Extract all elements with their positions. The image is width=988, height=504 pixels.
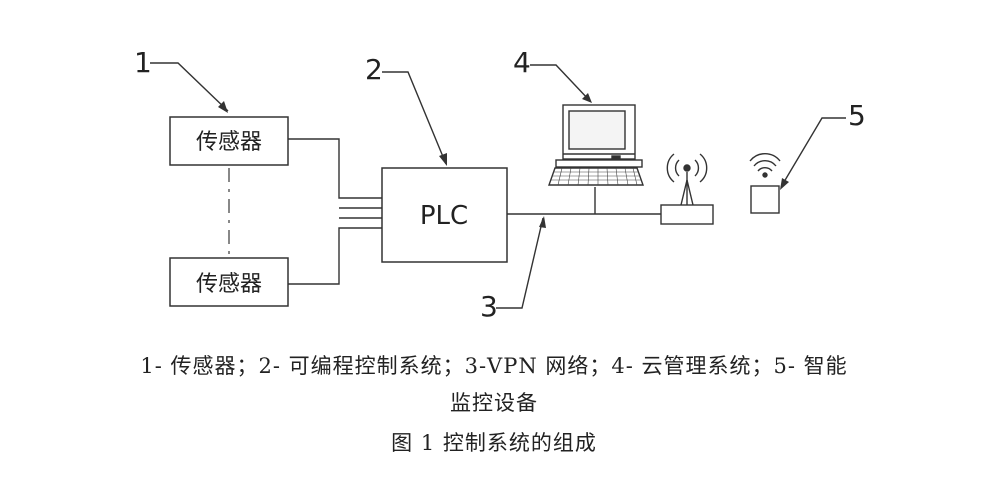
callout-3: 3 — [480, 216, 546, 323]
computer-icon — [548, 104, 644, 186]
svg-text:3: 3 — [480, 290, 498, 323]
svg-text:5: 5 — [848, 99, 866, 132]
smart-device-icon — [749, 152, 781, 214]
plc-box: PLC — [381, 167, 508, 263]
sensor-bottom-label: 传感器 — [196, 272, 262, 297]
sensor-box-bottom: 传感器 — [169, 257, 289, 307]
svg-text:1: 1 — [134, 46, 152, 79]
sensor-plc-wiring — [288, 138, 382, 285]
control-system-diagram: 传感器 传感器 PLC — [134, 46, 866, 323]
legend-line-2: 监控设备 — [450, 391, 538, 415]
plc-label: PLC — [420, 201, 468, 231]
vpn-network-line — [507, 187, 661, 215]
callout-5: 5 — [780, 99, 866, 190]
svg-text:2: 2 — [365, 53, 383, 86]
sensor-top-label: 传感器 — [196, 130, 262, 155]
callout-4: 4 — [513, 46, 592, 103]
svg-text:4: 4 — [513, 46, 531, 79]
sensor-box-top: 传感器 — [169, 116, 289, 166]
callout-2: 2 — [365, 53, 447, 166]
legend-line-1: 1- 传感器；2- 可编程控制系统；3-VPN 网络；4- 云管理系统；5- 智… — [140, 354, 848, 378]
figure-caption: 图 1 控制系统的组成 — [391, 431, 597, 455]
callout-1: 1 — [134, 46, 229, 113]
router-icon — [660, 153, 714, 225]
